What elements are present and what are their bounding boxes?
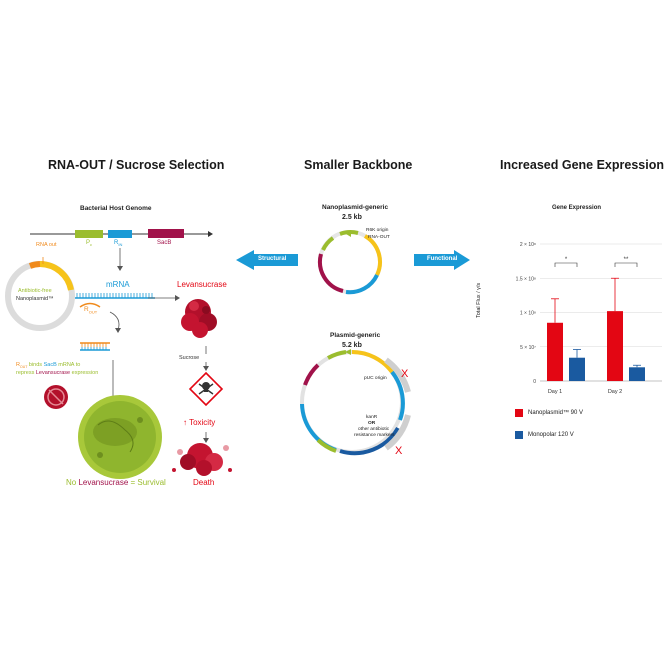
legend-series-1: Nanoplasmid™ 90 V: [528, 410, 584, 416]
x-tick-label: Day 2: [608, 389, 622, 395]
svg-text:X: X: [401, 368, 409, 380]
other-label-2: resistance markers: [354, 433, 395, 438]
bar: [569, 357, 585, 381]
kanr-label: kanR: [366, 415, 378, 420]
rin-label: RIN: [114, 240, 123, 248]
genome-arrowhead: [208, 231, 213, 237]
structural-arrow: [236, 250, 298, 270]
rna-out-label: RNA out: [36, 242, 57, 248]
levansucrase-blob: [181, 299, 217, 338]
functional-label: Functional: [427, 256, 458, 262]
mrna-teeth: [76, 293, 153, 298]
rout-arc: [79, 302, 101, 308]
nano-title: Nanoplasmid-generic: [322, 204, 389, 211]
y-tick-label: 1.5 × 10⁸: [516, 276, 536, 282]
nanoplasmid-yellow-arc: [39, 261, 74, 291]
functional-arrow: [414, 250, 470, 270]
plasmid-title: Plasmid-generic: [330, 332, 381, 339]
levansucrase-label: Levansucrase: [177, 280, 227, 289]
nanoplasmid-orange-arc: [28, 261, 41, 269]
significance-label: *: [565, 257, 568, 263]
y-tick-label: 0: [533, 379, 536, 385]
r6k-label: R6K origin: [366, 228, 389, 233]
chart-ylabel: Total Flux / γ/s: [476, 282, 482, 318]
mrna-label: mRNA: [106, 280, 130, 289]
nanoplasmid-generic-map: [317, 230, 382, 295]
bar: [607, 311, 623, 381]
puc-label: pUC origin: [364, 376, 387, 381]
other-label-1: other antibiotic: [358, 427, 390, 432]
genome-title: Bacterial Host Genome: [80, 205, 152, 212]
toxicity-label: ↑ Toxicity: [183, 418, 216, 427]
legend-swatch-1: [515, 409, 523, 417]
binds-text-2: repress Levansucrase expression: [16, 370, 99, 376]
plasmid-label-2: Nanoplasmid™: [16, 296, 54, 302]
y-tick-label: 1 × 10⁸: [520, 311, 536, 317]
middle-heading: Smaller Backbone: [304, 158, 413, 172]
left-heading: RNA-OUT / Sucrose Selection: [48, 158, 225, 172]
binds-text-1: ROUT binds SacB mRNA to: [16, 362, 81, 370]
y-tick-label: 2 × 10⁸: [520, 242, 536, 248]
toxicity-icon: [188, 371, 224, 407]
sucrose-label: Sucrose: [179, 355, 200, 361]
y-tick-label: 5 × 10⁷: [520, 345, 536, 351]
chart-title: Gene Expression: [552, 205, 602, 211]
rin-box: [108, 230, 132, 238]
pc-label: Pc: [86, 240, 93, 248]
structural-label: Structural: [258, 256, 287, 262]
significance-bracket: [614, 262, 638, 267]
legend-swatch-2: [515, 431, 523, 439]
rout-label: ROUT: [84, 306, 98, 315]
legend-series-2: Monopolar 120 V: [528, 432, 574, 438]
svg-text:X: X: [395, 445, 403, 457]
plasmid-generic-map: X X: [300, 349, 411, 457]
sacb-label: SacB: [157, 240, 172, 246]
x-tick-label: Day 1: [548, 389, 562, 395]
or-label: OR: [368, 421, 376, 426]
nano-size: 2.5 kb: [342, 214, 362, 221]
sacb-box: [148, 229, 184, 238]
death-icon: [172, 443, 232, 476]
survival-label: No Levansucrase = Survival: [66, 478, 166, 487]
rna-out-map-label: RNA-OUT: [368, 235, 390, 240]
bar: [629, 367, 645, 381]
plasmid-label-1: Antibiotic-free: [18, 288, 52, 294]
plasmid-size: 5.2 kb: [342, 342, 362, 349]
right-heading: Increased Gene Expression: [500, 158, 664, 172]
significance-bracket: [554, 262, 578, 267]
bar: [547, 322, 563, 381]
death-label: Death: [193, 478, 215, 487]
pc-box: [75, 230, 103, 238]
gene-expression-chart: 0 5 × 10⁷ 1 × 10⁸ 1.5 × 10⁸ 2 × 10⁸ Day 1 * Day…: [516, 242, 662, 395]
significance-label: **: [624, 257, 629, 263]
